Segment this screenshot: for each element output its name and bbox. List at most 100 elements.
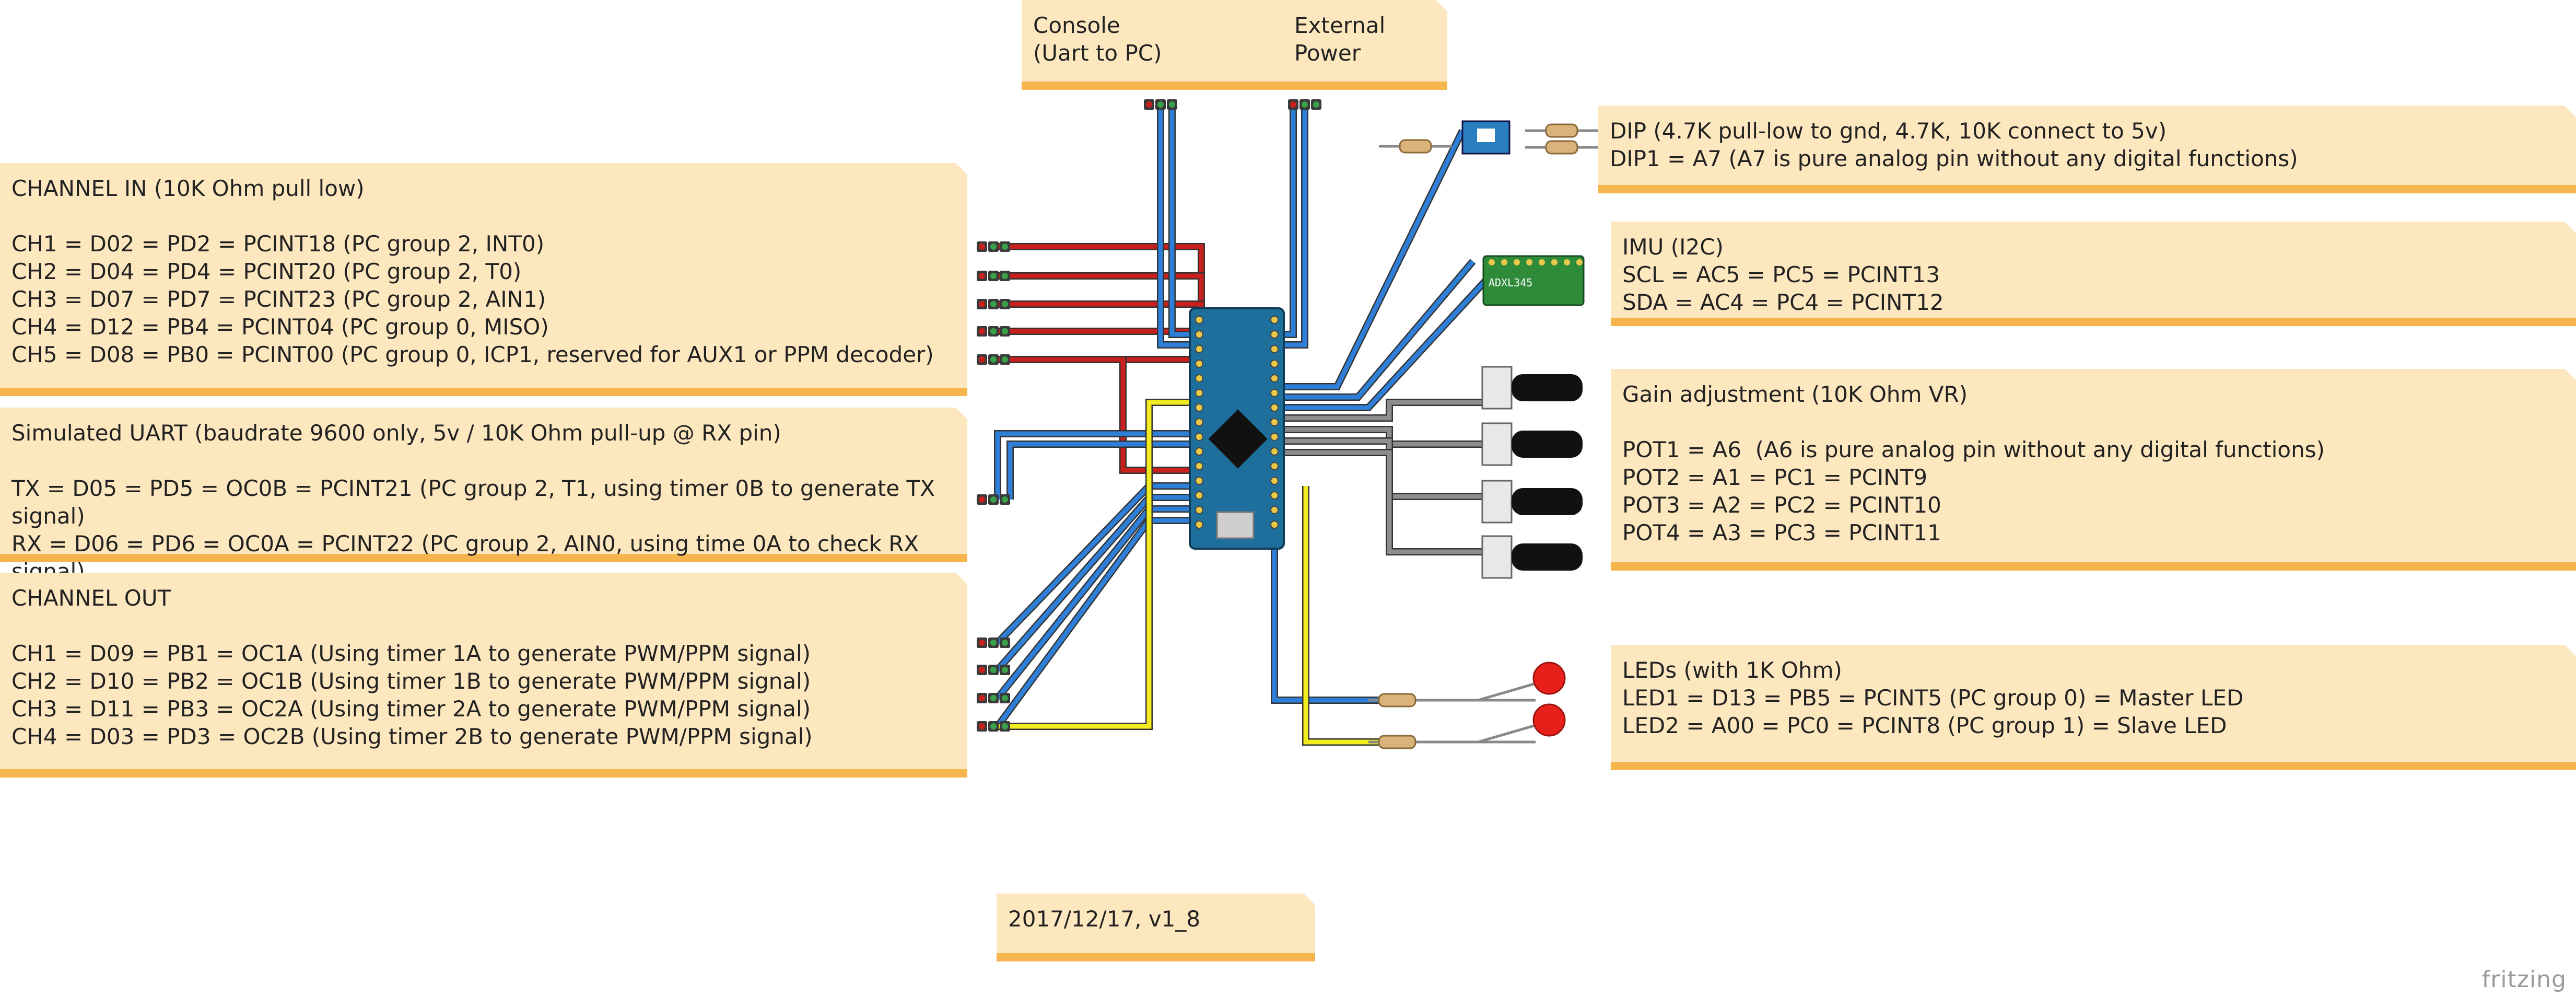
imu-chip-label: ADXL345 (1489, 276, 1532, 289)
led (1532, 662, 1566, 695)
nano-pin (1270, 374, 1279, 382)
note-channel-in-line (11, 202, 956, 230)
nano-pin (1195, 389, 1203, 397)
nano-pin (1195, 491, 1203, 500)
channel-in-header-pin (1002, 328, 1008, 334)
nano-pin (1195, 520, 1203, 529)
imu-pin (1564, 259, 1570, 265)
note-channel-in-line: CH4 = D12 = PB4 = PCINT04 (PC group 0, M… (11, 314, 549, 340)
channel-in-header-pin (979, 273, 985, 279)
led-leg (1478, 724, 1536, 744)
uart-header-pin (979, 496, 985, 503)
channel-out-4-wire (998, 400, 1201, 729)
note-version-line: 2017/12/17, v1_8 (1008, 906, 1201, 932)
nano-pin (1270, 462, 1279, 470)
channel-out-header-pin (979, 723, 985, 729)
console-wire-outline (1168, 105, 1199, 338)
nano-pin (1195, 477, 1203, 485)
note-leds-line: LEDs (with 1K Ohm) (1622, 657, 1842, 683)
imu-board (1482, 255, 1585, 306)
channel-out-header-pin (979, 695, 985, 701)
note-channel-out-line (11, 612, 956, 640)
note-imu-line: IMU (I2C) (1622, 234, 1724, 260)
note-external-power-line: Power (1294, 40, 1361, 66)
nano-pin (1270, 520, 1279, 529)
note-gain-adjustment-line: POT2 = A1 = PC1 = PCINT9 (1622, 465, 1928, 490)
note-simulated-uart-line: Simulated UART (baudrate 9600 only, 5v /… (11, 420, 781, 446)
resistor (1545, 123, 1578, 138)
nano-pin (1195, 374, 1203, 382)
pot-wire (1274, 400, 1489, 421)
imu-pin (1514, 259, 1520, 265)
nano-pin (1270, 491, 1279, 500)
led (1532, 703, 1566, 737)
nano-pin (1195, 360, 1203, 368)
led-leg (1478, 682, 1536, 702)
note-simulated-uart: Simulated UART (baudrate 9600 only, 5v /… (0, 408, 967, 584)
note-gain-adjustment-line: Gain adjustment (10K Ohm VR) (1622, 381, 1968, 407)
led-resistor (1378, 693, 1416, 708)
note-gain-adjustment-line: POT1 = A6 (A6 is pure analog pin without… (1622, 437, 2325, 462)
imu-pin (1539, 259, 1545, 265)
note-channel-out-line: CH2 = D10 = PB2 = OC1B (Using timer 1B t… (11, 668, 811, 694)
potentiometer-knob (1512, 374, 1583, 401)
note-channel-in-line: CH1 = D02 = PD2 = PCINT18 (PC group 2, I… (11, 231, 545, 257)
imu-wire (1274, 260, 1475, 400)
power-header-pin (1302, 101, 1308, 108)
note-simulated-uart-line: RX = D06 = PD6 = OC0A = PCINT22 (PC grou… (11, 531, 926, 584)
imu-pin (1526, 259, 1532, 265)
pot-wire (1274, 450, 1489, 554)
note-dip-line: DIP (4.7K pull-low to gnd, 4.7K, 10K con… (1610, 118, 2167, 144)
channel-in-header-pin (1002, 356, 1008, 363)
channel-out-4-wire-outline (998, 399, 1201, 730)
nano-pin (1270, 389, 1279, 397)
note-channel-out-line: CH1 = D09 = PB1 = OC1A (Using timer 1A t… (11, 641, 811, 666)
potentiometer-knob (1512, 431, 1583, 458)
note-channel-in-line: CH5 = D08 = PB0 = PCINT00 (PC group 0, I… (11, 342, 934, 367)
channel-in-5-wire (1024, 357, 1207, 473)
imu-pin (1551, 259, 1558, 265)
led2-wire (1303, 486, 1379, 745)
note-simulated-uart-line: TX = D05 = PD5 = OC0B = PCINT21 (PC grou… (11, 476, 942, 529)
note-channel-in: CHANNEL IN (10K Ohm pull low)CH1 = D02 =… (0, 163, 967, 396)
note-gain-adjustment: Gain adjustment (10K Ohm VR) POT1 = A6 (A… (1611, 369, 2576, 571)
potentiometer-body (1481, 422, 1513, 466)
nano-pin (1195, 403, 1203, 412)
console-header-pin (1169, 101, 1175, 108)
note-channel-out-line: CH4 = D03 = PD3 = OC2B (Using timer 2B t… (11, 724, 813, 749)
note-console-line: Console (1033, 13, 1120, 38)
power-header-pin (1313, 101, 1319, 108)
note-imu-line: SCL = AC5 = PC5 = PCINT13 (1622, 262, 1940, 287)
channel-in-header-pin (979, 328, 985, 334)
potentiometer-knob (1512, 488, 1583, 515)
note-gain-adjustment-line: POT3 = A2 = PC2 = PCINT10 (1622, 492, 1941, 518)
channel-out-header-pin (979, 667, 985, 673)
led-resistor (1378, 735, 1416, 749)
resistor (1545, 140, 1578, 155)
fritzing-watermark: fritzing (2481, 966, 2567, 993)
nano-pin (1270, 506, 1279, 514)
channel-in-header-pin (979, 244, 985, 250)
power-wire-outline (1274, 105, 1297, 338)
console-wire (1158, 105, 1199, 347)
potentiometer-body (1481, 480, 1513, 524)
channel-out-header-pin (990, 640, 997, 646)
nano-usb-port (1216, 511, 1255, 539)
dip-wire (1274, 130, 1465, 389)
note-leds-line: LED1 = D13 = PB5 = PCINT5 (PC group 0) =… (1622, 685, 2244, 711)
nano-pin (1270, 330, 1279, 339)
note-channel-out-line: CHANNEL OUT (11, 585, 171, 611)
nano-pin (1270, 360, 1279, 368)
nano-pin (1270, 316, 1279, 324)
channel-in-header-pin (1002, 301, 1008, 307)
channel-in-header-pin (979, 356, 985, 363)
channel-in-header-pin (979, 301, 985, 307)
note-external-power-line: External (1294, 13, 1386, 38)
channel-out-header-pin (1002, 667, 1008, 673)
channel-in-header-pin (1002, 244, 1008, 250)
nano-pin (1270, 403, 1279, 412)
nano-chip (1208, 409, 1268, 469)
note-channel-in-line: CH2 = D04 = PD4 = PCINT20 (PC group 2, T… (11, 259, 522, 284)
led1-wire (1272, 314, 1379, 703)
